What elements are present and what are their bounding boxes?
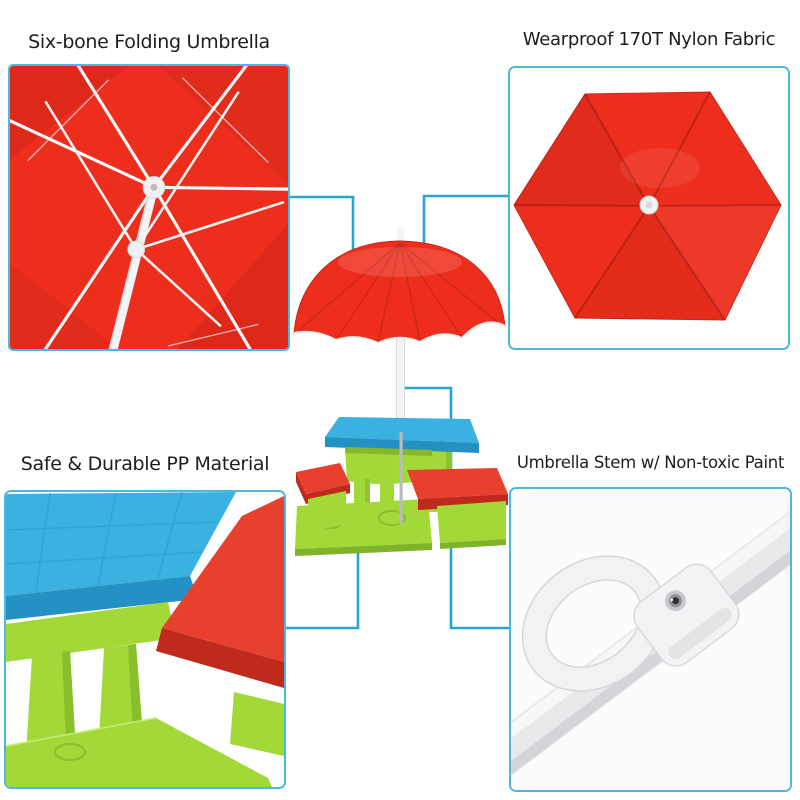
apron-shadow <box>345 447 432 456</box>
table-rail <box>6 602 176 662</box>
canopy-seams <box>513 91 782 321</box>
connector-top-right <box>422 194 508 251</box>
left-bench-cap <box>296 472 306 504</box>
product-umbrella <box>293 227 506 436</box>
handle-outline-outer <box>521 555 666 692</box>
table-corner-photo <box>6 492 284 787</box>
panel-shade <box>575 206 725 320</box>
umbrella-canopy-top-photo <box>510 68 788 348</box>
product-picnic-table <box>295 417 508 556</box>
feature-panel-nylon-fabric <box>508 66 790 350</box>
base-notch <box>54 743 86 761</box>
umbrella-finial <box>397 227 404 242</box>
feature-label-folding-umbrella: Six-bone Folding Umbrella <box>28 31 270 53</box>
stem-assembly <box>511 489 790 790</box>
umbrella-struts <box>44 90 285 328</box>
feature-panel-stem-paint <box>509 487 792 792</box>
left-bench-seat <box>296 463 350 494</box>
right-bench-seat <box>407 468 508 499</box>
canopy-highlight <box>338 247 462 277</box>
feature-label-nylon-fabric: Wearproof 170T Nylon Fabric <box>522 29 776 50</box>
feature-label-stem-paint: Umbrella Stem w/ Non-toxic Paint <box>516 453 785 472</box>
runner-collar <box>127 240 146 259</box>
clamp-shade <box>668 607 732 660</box>
center-button-dot <box>645 201 653 209</box>
tabletop-edge <box>6 576 198 620</box>
clamp-sleeve <box>633 563 740 667</box>
tabletop-surface <box>6 492 236 596</box>
glint <box>620 148 700 188</box>
panel-light <box>649 205 781 320</box>
left-bench-support <box>308 491 346 532</box>
umbrella-pole <box>108 186 159 349</box>
bench-edge <box>156 628 284 688</box>
feature-panel-pp-material <box>4 490 286 789</box>
handle-ring <box>522 556 666 692</box>
eyelet-glint <box>670 598 674 602</box>
tabletop <box>325 417 479 443</box>
corner-shade <box>10 263 119 349</box>
feature-panel-folding-umbrella <box>8 64 290 351</box>
base-beam-edge <box>295 543 432 556</box>
feature-label-pp-material: Safe & Durable PP Material <box>20 453 270 475</box>
handle-outline-inner <box>545 579 642 668</box>
base-foot <box>6 718 272 787</box>
tabletop-grid <box>6 492 217 593</box>
umbrella-ribs <box>298 242 502 344</box>
canopy-trim <box>293 321 506 345</box>
umbrella-pole-lower <box>399 432 403 524</box>
panel-shade <box>514 94 649 206</box>
umbrella-stem-photo <box>511 489 790 790</box>
eyelet-hole <box>672 597 680 605</box>
bench-support <box>230 692 284 756</box>
base-highlight <box>6 717 157 747</box>
right-bench-support-edge <box>440 539 506 549</box>
hub-center <box>150 183 158 191</box>
corner-shade <box>10 66 129 160</box>
bench-seat <box>162 496 284 662</box>
right-bench-support <box>437 501 506 543</box>
base-notch-right <box>378 510 406 526</box>
umbrella-underside-photo <box>10 66 288 349</box>
pole-shade <box>108 189 151 349</box>
